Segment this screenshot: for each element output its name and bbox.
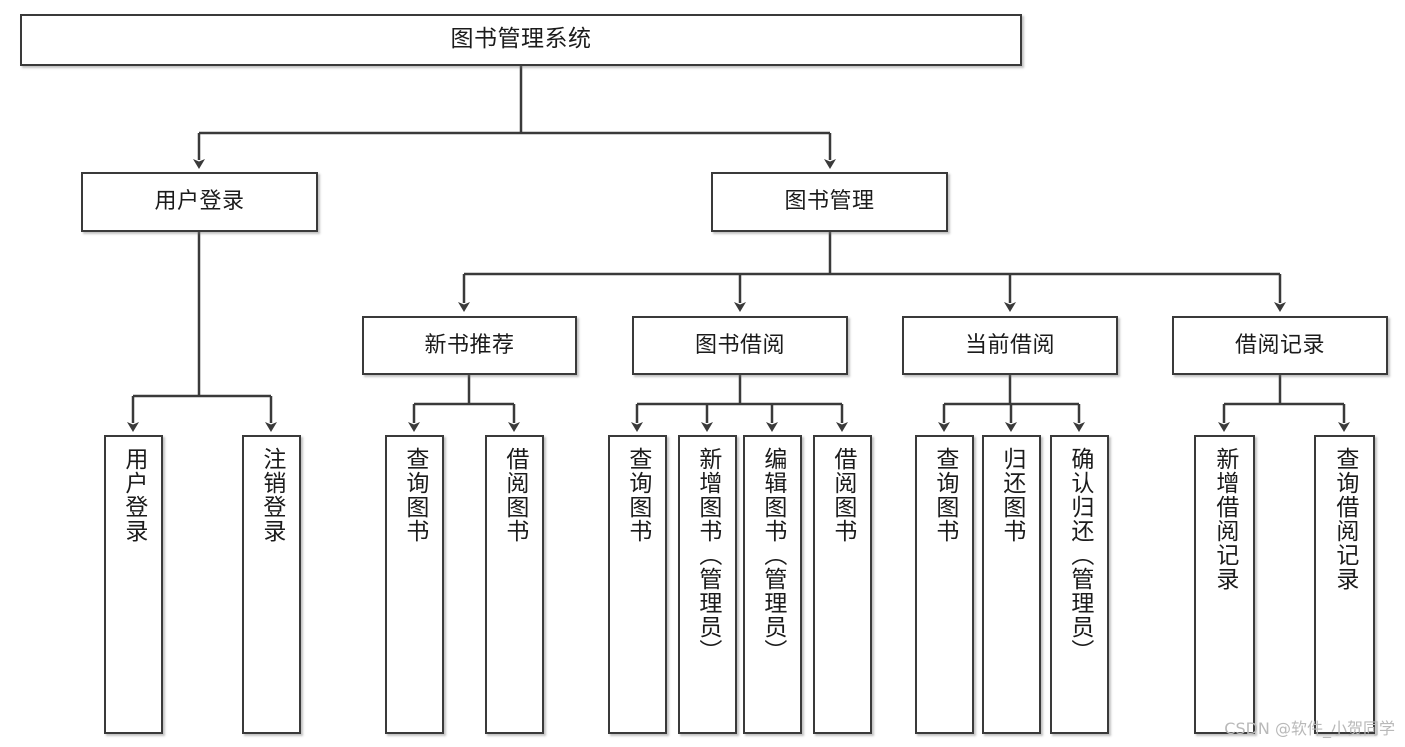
node-borrow-record[interactable]: 借阅记录 [1172, 316, 1388, 375]
leaf-user-login-logout[interactable]: 注销登录 [242, 435, 301, 734]
leaf-user-login-login[interactable]: 用户登录 [104, 435, 163, 734]
node-label: 图书管理 [784, 189, 875, 215]
node-label: 查询图书 [401, 447, 428, 543]
leaf-book-borrow-add[interactable]: 新增图书（管理员） [678, 435, 737, 734]
node-label: 用户登录 [154, 189, 245, 215]
leaf-current-borrow-confirm-return[interactable]: 确认归还（管理员） [1050, 435, 1109, 734]
leaf-book-borrow-query[interactable]: 查询图书 [608, 435, 667, 734]
node-label: 新书推荐 [424, 332, 515, 358]
leaf-current-borrow-return[interactable]: 归还图书 [982, 435, 1041, 734]
node-label: 新增图书（管理员） [694, 447, 721, 663]
leaf-new-book-borrow[interactable]: 借阅图书 [485, 435, 544, 734]
node-label: 借阅图书 [829, 447, 856, 543]
node-user-login[interactable]: 用户登录 [81, 172, 318, 232]
leaf-new-book-query[interactable]: 查询图书 [385, 435, 444, 734]
node-label: 确认归还（管理员） [1066, 447, 1093, 663]
node-root-system[interactable]: 图书管理系统 [20, 14, 1022, 66]
node-label: 查询图书 [624, 447, 651, 543]
leaf-borrow-record-query[interactable]: 查询借阅记录 [1314, 435, 1375, 734]
leaf-book-borrow-edit[interactable]: 编辑图书（管理员） [743, 435, 802, 734]
leaf-borrow-record-add[interactable]: 新增借阅记录 [1194, 435, 1255, 734]
node-new-book-recommend[interactable]: 新书推荐 [362, 316, 577, 375]
node-label: 图书管理系统 [450, 26, 592, 53]
node-label: 编辑图书（管理员） [759, 447, 786, 663]
node-book-borrow[interactable]: 图书借阅 [632, 316, 848, 375]
node-current-borrow[interactable]: 当前借阅 [902, 316, 1118, 375]
watermark-text: CSDN @软件_小贺同学 [1224, 719, 1395, 738]
node-label: 借阅图书 [501, 447, 528, 543]
node-label: 图书借阅 [694, 332, 785, 358]
node-label: 新增借阅记录 [1211, 447, 1238, 591]
leaf-current-borrow-query[interactable]: 查询图书 [915, 435, 974, 734]
node-label: 借阅记录 [1234, 332, 1325, 358]
node-label: 注销登录 [258, 447, 285, 543]
node-label: 用户登录 [120, 447, 147, 543]
node-label: 查询图书 [931, 447, 958, 543]
node-label: 查询借阅记录 [1331, 447, 1358, 591]
node-label: 归还图书 [998, 447, 1025, 543]
leaf-book-borrow-borrow[interactable]: 借阅图书 [813, 435, 872, 734]
node-book-management[interactable]: 图书管理 [711, 172, 948, 232]
node-label: 当前借阅 [964, 332, 1055, 358]
